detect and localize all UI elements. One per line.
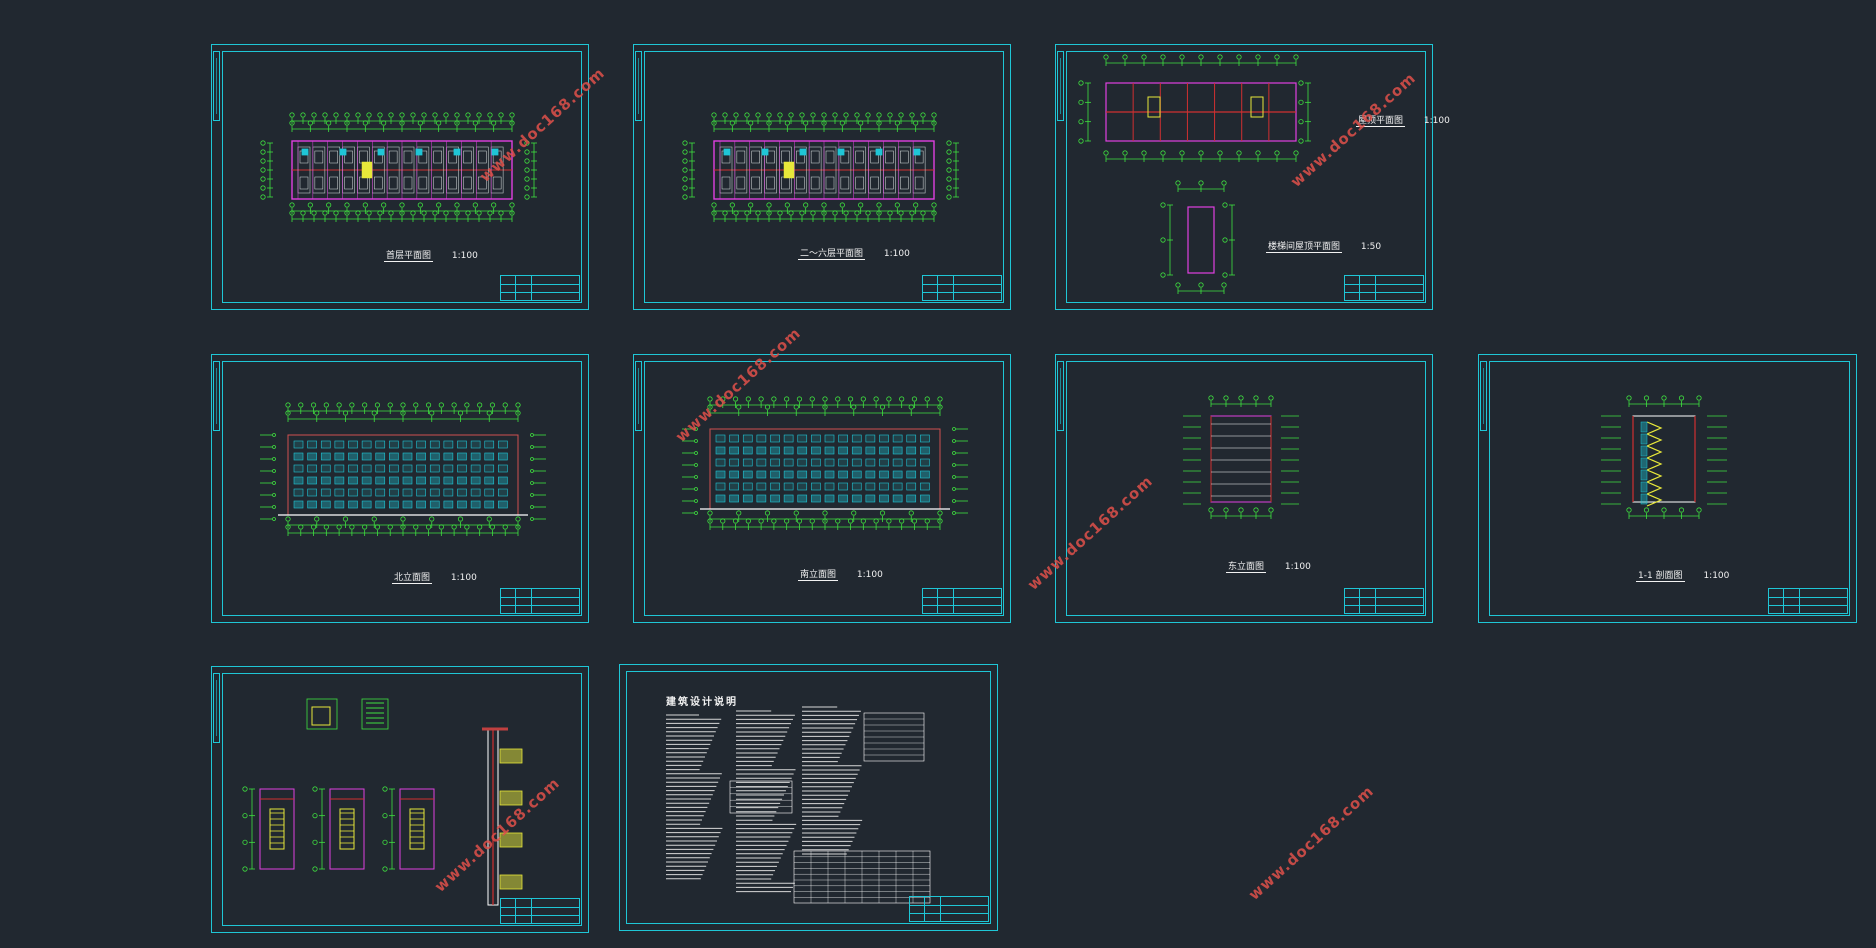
sheet-inner-border: [644, 361, 1004, 616]
section-drawing: [1601, 395, 1727, 519]
drawing-title: 屋顶平面图: [1356, 116, 1406, 127]
drawing-title: 东立面图: [1226, 562, 1267, 573]
title-block: [1344, 588, 1424, 614]
drawing-caption: 二～六层平面图 1:100: [798, 246, 910, 260]
drawing-scale: 1:100: [856, 570, 883, 580]
drawing-caption: 东立面图 1:100: [1226, 559, 1311, 573]
drawing-sheet-section[interactable]: 1-1 剖面图 1:100: [1478, 354, 1857, 623]
title-block: [922, 588, 1002, 614]
roof-plan-drawing: [1078, 54, 1311, 162]
drawing-sheet-roof-plan[interactable]: 屋顶平面图 1:100 楼梯间屋顶平面图 1:50: [1055, 44, 1450, 310]
drawing-caption: 南立面图 1:100: [798, 567, 883, 581]
floor-plan-drawing: [260, 112, 537, 222]
binding-strip: [213, 361, 220, 431]
title-block: [922, 275, 1002, 301]
drawing-caption: 1-1 剖面图 1:100: [1636, 568, 1730, 582]
sheet-inner-border: [222, 673, 582, 926]
drawing-scale-2: 1:50: [1360, 242, 1382, 252]
title-block: [500, 588, 580, 614]
drawing-title: 首层平面图: [384, 251, 434, 262]
binding-strip: [1480, 361, 1487, 431]
title-block: [500, 275, 580, 301]
drawing-scale: 1:100: [451, 251, 478, 261]
watermark: www.doc168.com: [1244, 781, 1378, 904]
title-block: [1344, 275, 1424, 301]
binding-strip: [213, 673, 220, 743]
title-block: [1768, 588, 1848, 614]
drawing-title: 南立面图: [798, 570, 839, 581]
sheet-inner-border: [222, 361, 582, 616]
title-block: [909, 896, 989, 922]
drawing-sheet-first-floor-plan[interactable]: 首层平面图 1:100: [211, 44, 589, 310]
sheet-inner-border: [644, 51, 1004, 303]
drawing-sheet-stair-details[interactable]: [211, 666, 589, 933]
drawing-title: 北立面图: [392, 573, 433, 584]
drawing-scale: 1:100: [1284, 562, 1311, 572]
sheet-inner-border: [626, 671, 991, 924]
details-drawing: [242, 698, 523, 906]
drawing-caption: 屋顶平面图 1:100: [1356, 113, 1450, 127]
drawing-sheet-east-elevation[interactable]: 东立面图 1:100: [1055, 354, 1433, 623]
stair-roof-plan-drawing: [1160, 180, 1235, 294]
drawing-scale: 1:100: [1703, 571, 1730, 581]
drawing-scale: 1:100: [450, 573, 477, 583]
drawing-caption: 北立面图 1:100: [392, 570, 477, 584]
binding-strip: [635, 51, 642, 121]
notes-title: 建筑设计说明: [666, 697, 738, 708]
elevation-drawing: [682, 396, 968, 530]
drawing-sheet-south-elevation[interactable]: 南立面图 1:100: [633, 354, 1011, 623]
notes-text-blocks: [666, 706, 931, 904]
drawing-caption: 首层平面图 1:100: [384, 248, 478, 262]
sheet-inner-border: [1066, 361, 1426, 616]
drawing-scale: 1:100: [883, 249, 910, 259]
side-elevation-drawing: [1183, 395, 1299, 519]
binding-strip: [1057, 51, 1064, 121]
binding-strip: [635, 361, 642, 431]
binding-strip: [213, 51, 220, 121]
sheet-inner-border: [1066, 51, 1426, 303]
title-block: [500, 898, 580, 924]
elevation-drawing: [260, 402, 546, 536]
drawing-caption-2: 楼梯间屋顶平面图 1:50: [1266, 239, 1382, 253]
drawing-title-2: 楼梯间屋顶平面图: [1266, 242, 1343, 253]
drawing-title: 1-1 剖面图: [1636, 571, 1685, 582]
drawing-sheet-typical-floor-plan[interactable]: 二～六层平面图 1:100: [633, 44, 1011, 310]
binding-strip: [1057, 361, 1064, 431]
drawing-sheet-north-elevation[interactable]: 北立面图 1:100: [211, 354, 589, 623]
drawing-scale: 1:100: [1423, 116, 1450, 126]
sheet-inner-border: [1489, 361, 1850, 616]
drawing-title: 二～六层平面图: [798, 249, 866, 260]
floor-plan-drawing: [682, 112, 959, 222]
sheet-inner-border: [222, 51, 582, 303]
drawing-sheet-design-notes[interactable]: 建筑设计说明: [619, 664, 998, 931]
